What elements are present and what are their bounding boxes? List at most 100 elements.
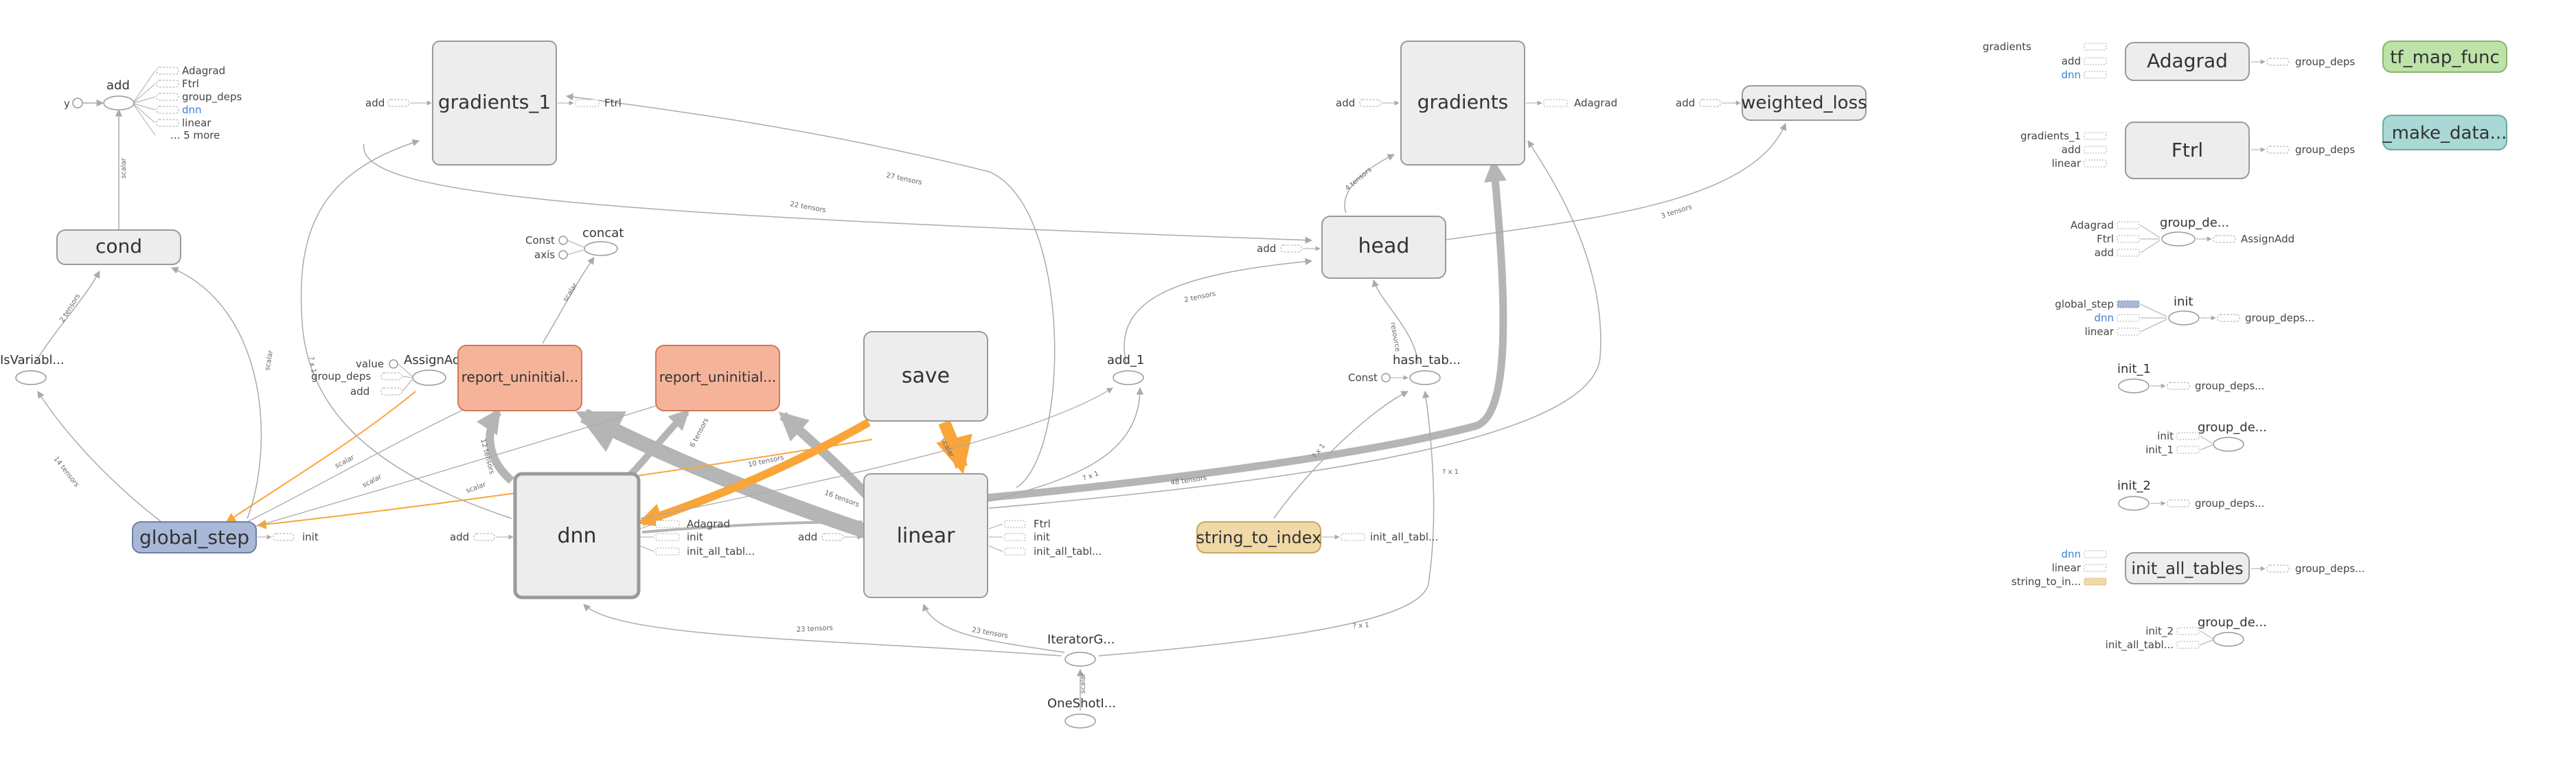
edges: [34, 93, 1787, 711]
add-1-label: add_1: [1107, 353, 1144, 367]
aux-group-deps-3[interactable]: group_de... init_2 init_all_tabl...: [2106, 615, 2267, 652]
const-label: Const: [1348, 372, 1378, 384]
weighted-loss-node[interactable]: weighted_loss: [1741, 85, 1867, 121]
output-dnn: dnn: [182, 104, 202, 116]
weighted-loss-io: add: [1676, 97, 1741, 109]
edge-label: 22 tensors: [789, 201, 826, 214]
global-step-node[interactable]: global_step: [132, 521, 257, 553]
aux-init[interactable]: init global_step dnn linear group_deps..…: [2055, 295, 2314, 338]
aux-output: group_deps: [2295, 144, 2355, 157]
hash-tab-label: hash_tab...: [1393, 353, 1461, 367]
aux-init-1-label: init_1: [2117, 362, 2151, 376]
iterator-node[interactable]: IteratorG...: [1047, 632, 1115, 667]
init-all-tabl-output: init_all_tabl...: [1034, 545, 1102, 558]
edge-iterator-dnn: [583, 604, 1062, 656]
aux-init-1[interactable]: init_1 group_deps...: [2117, 362, 2264, 393]
head-node[interactable]: head: [1321, 216, 1446, 279]
edge-head-weighted: [1441, 123, 1787, 241]
aux-make-data[interactable]: _make_data...: [2382, 115, 2507, 150]
edge-dnn-gradients1: [300, 139, 512, 519]
edge-gradients1-head: [363, 144, 1313, 244]
tf-map-func-label: tf_map_func: [2390, 47, 2500, 68]
dnn-node[interactable]: dnn: [513, 472, 641, 600]
linear-io: add Ftrl init init_all_tabl...: [798, 518, 1102, 558]
is-variable-node[interactable]: IsVariabl...: [0, 353, 65, 385]
gradients-1-node[interactable]: gradients_1: [432, 41, 557, 165]
report-1-label: report_uninitial...: [461, 369, 579, 385]
one-shot-label: OneShotI...: [1047, 696, 1116, 711]
output-ftrl: Ftrl: [182, 78, 199, 90]
assign-add-node[interactable]: [412, 369, 446, 386]
aux-output: group_deps...: [2195, 380, 2264, 393]
aux-input: init_1: [2145, 444, 2174, 457]
cond-node[interactable]: cond: [56, 229, 181, 265]
add-1-node[interactable]: add_1: [1107, 353, 1144, 385]
add-input-label: add: [350, 385, 369, 398]
gradients-1-io: add Ftrl: [365, 97, 622, 109]
aux-input: Adagrad: [2071, 219, 2114, 231]
aux-init-all-tables-label: init_all_tables: [2131, 559, 2243, 578]
aux-group-deps-1[interactable]: group_de... Adagrad Ftrl add AssignAdd: [2071, 216, 2294, 259]
edge-label: ? x 1: [307, 356, 317, 374]
aux-input: add: [2062, 55, 2081, 67]
assign-add-label: AssignAdd: [404, 353, 468, 367]
aux-ftrl[interactable]: gradients_1 add linear Ftrl group_deps: [2020, 122, 2355, 179]
edge-assignadd-global: [225, 391, 416, 523]
dnn-io: add Adagrad init init_all_tabl...: [450, 518, 755, 558]
edge-save-linear: [936, 420, 972, 475]
edge-label: 16 tensors: [823, 489, 860, 508]
edge-label: 23 tensors: [797, 624, 833, 634]
one-shot-node[interactable]: OneShotI...: [1047, 696, 1116, 729]
y-node[interactable]: [72, 98, 83, 109]
string-to-index-node[interactable]: string_to_index: [1196, 521, 1322, 553]
aux-adagrad-label: Adagrad: [2147, 49, 2228, 72]
edge-label: 2 tensors: [1183, 290, 1216, 304]
aux-init-2[interactable]: init_2 group_deps...: [2117, 479, 2264, 511]
concat-cluster: concat Const axis: [525, 226, 624, 261]
init-output-label: init: [302, 531, 319, 543]
aux-input: Ftrl: [2097, 233, 2114, 245]
output-adagrad: Adagrad: [182, 65, 225, 77]
add-label: add: [1336, 97, 1355, 109]
hash-tab-node[interactable]: [1409, 370, 1441, 385]
edge-label: 27 tensors: [885, 172, 922, 187]
global-step-label: global_step: [139, 526, 249, 549]
aux-group-deps-2[interactable]: group_de... init init_1: [2145, 420, 2267, 457]
aux-input: linear: [2085, 326, 2115, 338]
edge-label: scalar: [334, 454, 356, 470]
edge-label: scalar: [1080, 672, 1087, 694]
gradients-1-label: gradients_1: [438, 91, 551, 113]
add-top-outputs: Adagrad Ftrl group_deps dnn linear ... 5…: [133, 65, 242, 141]
edge-label: 2 tensors: [58, 293, 82, 323]
edge-label: ? x 1: [1352, 621, 1369, 630]
edge-label: scalar: [120, 157, 128, 179]
linear-node[interactable]: linear: [863, 473, 988, 598]
aux-adagrad[interactable]: gradients add dnn Adagrad group_deps: [1983, 41, 2355, 81]
edge-label: 6 tensors: [689, 417, 711, 448]
edge-label: ? x 1: [1442, 468, 1459, 476]
aux-output: group_deps: [2295, 56, 2355, 69]
edge-dnn-linear: [641, 521, 863, 534]
iterator-label: IteratorG...: [1047, 632, 1115, 647]
edge-dnn-add1: [641, 387, 1113, 519]
edge-label: 3 tensors: [1661, 203, 1694, 220]
add-top-node[interactable]: [103, 95, 135, 111]
gradients-node[interactable]: gradients: [1400, 41, 1525, 165]
edge-iterator-linear: [922, 604, 1065, 653]
edge-save-dnn: [637, 418, 871, 527]
save-node[interactable]: save: [863, 331, 988, 422]
aux-init-all-tables[interactable]: dnn linear string_to_in... init_all_tabl…: [2011, 548, 2365, 589]
aux-input: gradients: [1983, 41, 2031, 53]
report-uninitialized-1[interactable]: report_uninitial...: [457, 345, 582, 411]
edge-label: 4 tensors: [1344, 166, 1374, 192]
report-uninitialized-2[interactable]: report_uninitial...: [655, 345, 780, 411]
edge-label: 14 tensors: [52, 455, 80, 489]
add-label: add: [798, 531, 817, 543]
aux-tf-map-func[interactable]: tf_map_func: [2382, 41, 2507, 73]
string-to-index-label: string_to_index: [1196, 528, 1322, 547]
concat-node[interactable]: [584, 241, 618, 256]
global-step-io: init: [258, 531, 319, 543]
is-variable-label: IsVariabl...: [0, 353, 65, 367]
const-label: Const: [525, 234, 555, 247]
